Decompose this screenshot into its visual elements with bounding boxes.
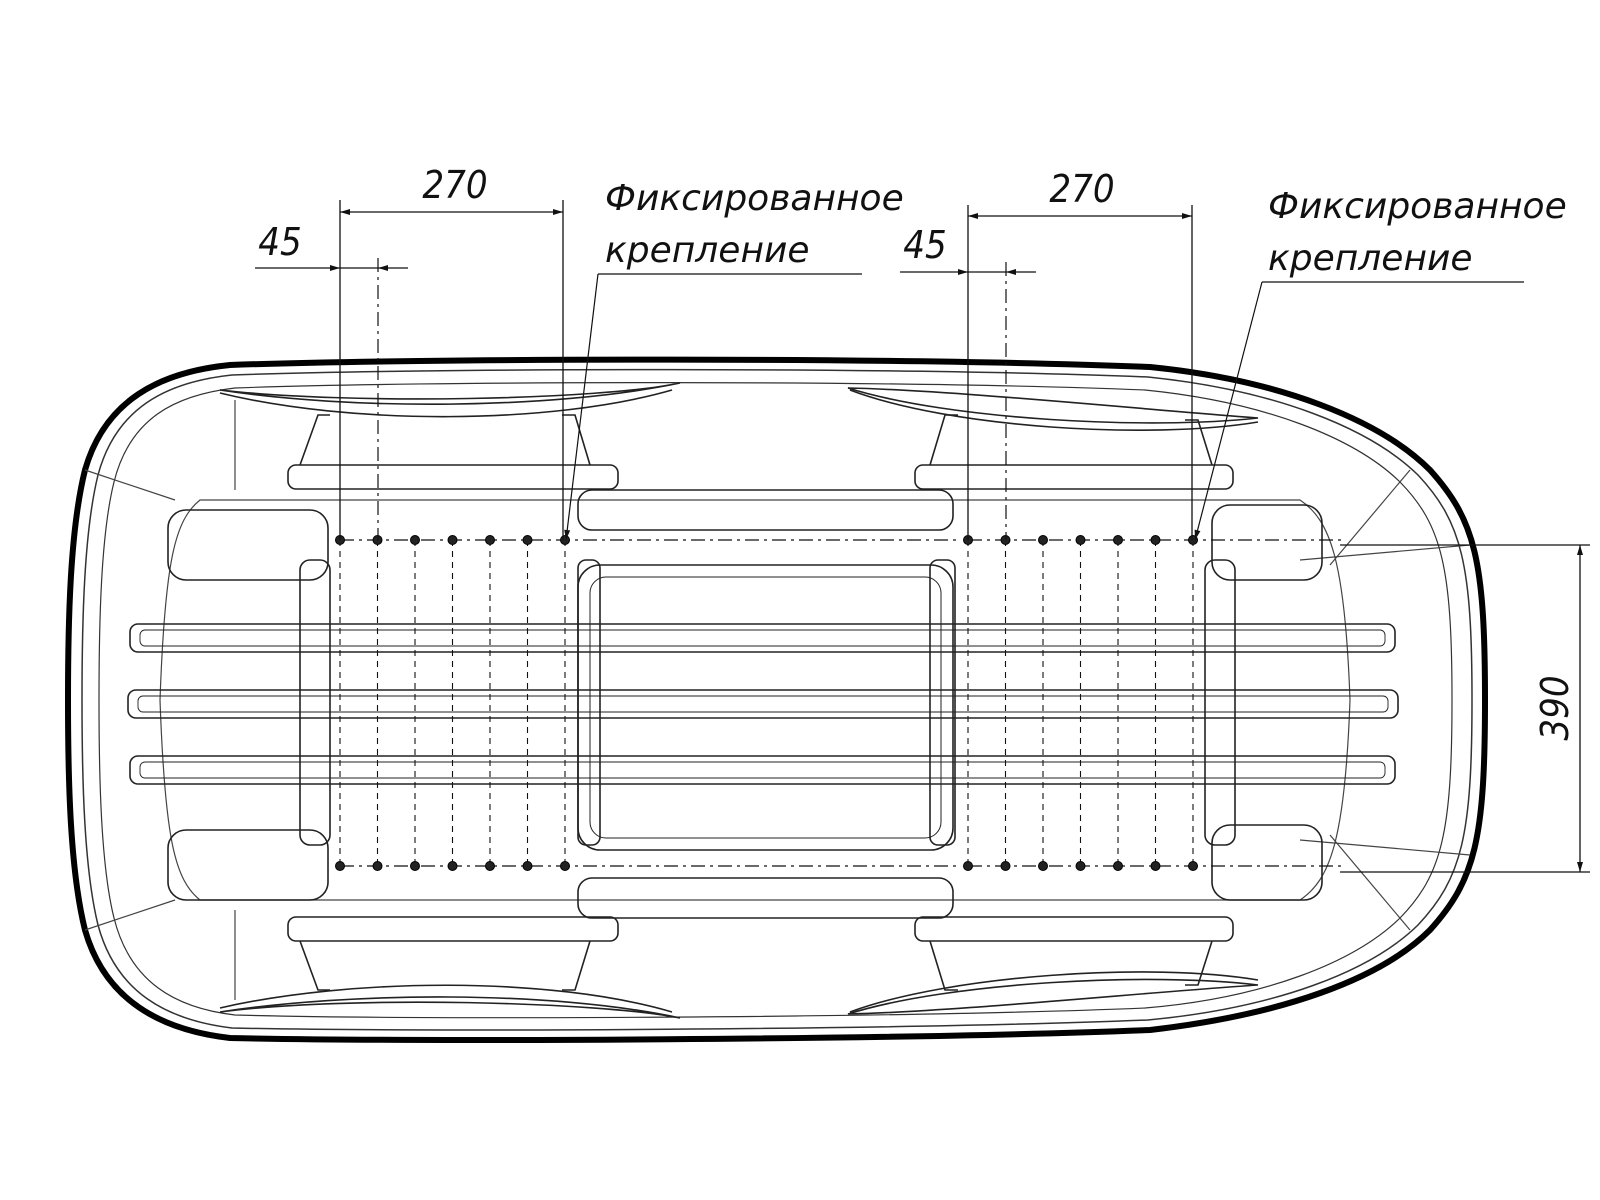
mounting-hole [1075,861,1086,871]
annotation-right: Фиксированное крепление [1194,186,1567,541]
mounting-grid-right [963,535,1345,871]
dimension-right-270: 270 [967,167,1193,540]
dimension-left-45: 45 [255,220,408,540]
dimension-label: 270 [422,163,487,207]
mounting-hole [522,861,533,871]
dimension-right-45: 45 [900,223,1036,540]
mounting-hole [522,535,533,545]
mounting-hole [1038,535,1048,545]
long-ribs [127,623,1399,785]
mounting-hole [1038,861,1048,871]
mounting-hole [485,861,495,871]
mounting-hole [560,535,570,545]
mounting-hole [1075,535,1086,545]
dimension-label: 270 [1049,167,1114,211]
annotation-line2: крепление [605,230,810,271]
mounting-hole [335,861,345,871]
mounting-hole [1188,861,1198,871]
mounting-hole [447,535,458,545]
annotation-left: Фиксированное крепление [564,178,904,541]
mounting-hole [1000,861,1011,871]
box-outline [64,356,1489,1043]
dimension-label: 45 [258,220,302,264]
annotation-line1: Фиксированное [1268,186,1567,227]
mounting-hole [963,861,973,871]
mounting-hole [485,535,495,545]
mounting-hole [1113,535,1123,545]
dimension-label: 45 [903,223,947,267]
panels [167,489,1323,919]
side-profiles [219,382,1259,1019]
dimension-390: 390 [1340,544,1590,873]
mounting-hole [1113,861,1123,871]
annotation-line1: Фиксированное [605,178,904,219]
mounting-hole [410,861,420,871]
mounting-grid-left [335,535,960,871]
dimension-label: 390 [1533,675,1577,740]
cross-bars [287,414,1234,991]
mounting-hole [410,535,420,545]
dimension-left-270: 270 [339,163,564,540]
mounting-hole [372,861,383,871]
mounting-hole [447,861,458,871]
annotation-line2: крепление [1268,238,1473,279]
mounting-hole [560,861,570,871]
mounting-hole [1150,861,1161,871]
mounting-hole [1150,535,1161,545]
